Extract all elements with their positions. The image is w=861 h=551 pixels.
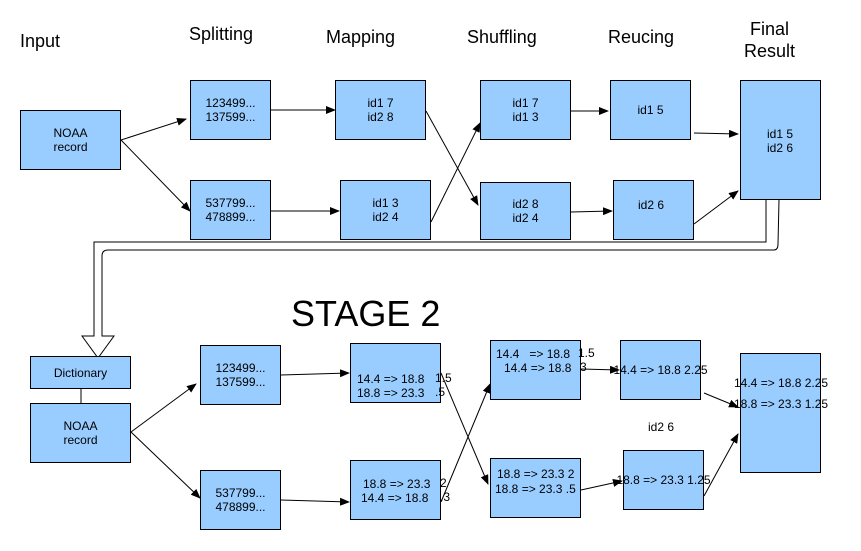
- s1-split-b-line2: 478899...: [205, 210, 256, 224]
- arrow-shuffle-b-to-reduce-b: [570, 207, 613, 216]
- s1-input-box: NOAA record: [20, 110, 121, 170]
- s1-split-b-box: 537799... 478899...: [190, 180, 271, 240]
- arrow-s2-map-a-to-shuffle-b: [440, 372, 489, 485]
- s1-input-line2: record: [53, 140, 88, 154]
- s2-map-a-box: 14.4 => 18.8 18.8 => 23.3: [350, 343, 441, 403]
- s1-split-a-box: 123499... 137599...: [190, 80, 271, 140]
- s2-split-a-line1: 123499...: [215, 361, 266, 375]
- s2-shuffle-a-line2: 14.4 => 18.8: [504, 361, 572, 375]
- s2-reduce-b-box: 18.8 => 23.3 1.25: [616, 450, 711, 510]
- s2-split-b-line2: 478899...: [215, 500, 266, 514]
- s1-reduce-b-box: id2 6: [613, 180, 694, 240]
- s1-shuffle-b-line2: id2 4: [512, 211, 539, 225]
- s2-reduce-a-text: 14.4 => 18.8 2.25: [613, 363, 708, 377]
- s1-final-box: id1 5 id2 6: [740, 80, 821, 200]
- arrow-s2-reduce-a-to-final: [703, 392, 739, 408]
- arrow-reduce-b-to-final: [693, 190, 739, 225]
- s1-map-b-box: id1 3 id2 4: [340, 180, 431, 240]
- s2-split-b-line1: 537799...: [215, 486, 266, 500]
- header-reducing: Reucing: [608, 27, 675, 47]
- s2-reduce-b-text: 18.8 => 23.3 1.25: [616, 473, 711, 487]
- arrow-map-b-to-shuffle-a: [430, 122, 481, 223]
- s2-shuffle-b-line2: 18.8 => 23.3 .5: [495, 482, 576, 496]
- arrow-s2-map-b-to-shuffle-a: [440, 383, 491, 503]
- header-shuffling: Shuffling: [467, 27, 537, 47]
- s1-reduce-b-text: id2 6: [638, 198, 665, 212]
- s2-input-line1: NOAA: [63, 419, 98, 433]
- arrow-s2-shuffle-b-to-reduce-b: [580, 479, 623, 491]
- s1-final-line2: id2 6: [767, 141, 794, 155]
- arrow-s2-reduce-b-to-final: [703, 433, 739, 497]
- arrow-input-to-split-b: [120, 139, 191, 212]
- s2-shuffle-b-box: 18.8 => 23.3 2 18.8 => 23.3 .5: [490, 458, 581, 518]
- arrow-map-a-to-shuffle-b: [425, 110, 479, 206]
- s2-final-line2: 18.8 => 23.3 1.25: [734, 397, 829, 411]
- s1-shuffle-a-line1: id1 7: [512, 96, 539, 110]
- s1-shuffle-b-box: id2 8 id2 4: [480, 182, 571, 240]
- s2-shuffle-a-box: 14.4 => 18.8 14.4 => 18.8: [490, 340, 581, 400]
- s1-reduce-a-box: id1 5: [610, 80, 691, 140]
- s2-dictionary-text: Dictionary: [53, 365, 108, 380]
- s2-shuffle-a-value1: 1.5: [578, 346, 595, 360]
- header-final-line1: Final: [750, 19, 790, 39]
- arrow-s2-shuffle-a-to-reduce-a: [580, 365, 620, 374]
- s1-shuffle-b-line1: id2 8: [512, 197, 539, 211]
- s2-map-b-value2: .3: [440, 490, 451, 504]
- s1-map-b-line1: id1 3: [372, 196, 399, 210]
- s2-final-line1: 14.4 => 18.8 2.25: [734, 376, 829, 390]
- s2-map-a-line1: 14.4 => 18.8: [357, 372, 425, 386]
- s2-map-b-line1: 18.8 => 23.3: [363, 477, 431, 491]
- s1-split-a-line1: 123499...: [205, 96, 256, 110]
- header-mapping: Mapping: [326, 27, 396, 47]
- arrow-s2-input-to-split-a: [130, 383, 197, 433]
- s1-split-a-line2: 137599...: [205, 110, 256, 124]
- header-final-line2: Result: [744, 41, 796, 61]
- arrow-s2-input-to-split-b: [130, 431, 201, 499]
- arrow-s2-split-b-to-map-b: [280, 497, 350, 506]
- s1-input-line1: NOAA: [53, 126, 88, 140]
- s1-map-a-line1: id1 7: [367, 96, 394, 110]
- s2-map-a-line2: 18.8 => 23.3: [357, 386, 425, 400]
- s1-split-b-line1: 537799...: [205, 196, 256, 210]
- header-splitting: Splitting: [189, 24, 254, 44]
- s2-map-b-box: 18.8 => 23.3 14.4 => 18.8: [350, 460, 441, 520]
- s1-final-line1: id1 5: [767, 127, 794, 141]
- s1-shuffle-a-line2: id1 3: [512, 110, 539, 124]
- s2-map-b-value1: 2: [440, 476, 447, 490]
- s2-shuffle-a-line1: 14.4 => 18.8: [496, 347, 571, 361]
- s2-split-a-line2: 137599...: [215, 375, 266, 389]
- s2-map-a-value1: 1.5: [435, 371, 452, 385]
- header-input: Input: [20, 31, 61, 51]
- s1-shuffle-a-box: id1 7 id1 3: [480, 80, 571, 140]
- s2-final-box: [740, 353, 821, 473]
- s2-input-box: NOAA record: [30, 403, 131, 463]
- s2-map-a-value2: .5: [435, 385, 446, 399]
- s2-dictionary-box: Dictionary: [30, 356, 131, 389]
- s1-map-a-box: id1 7 id2 8: [335, 80, 426, 140]
- s1-map-b-line2: id2 4: [372, 210, 399, 224]
- s2-shuffle-a-value2: 3: [580, 360, 587, 374]
- s2-split-a-box: 123499... 137599...: [200, 345, 281, 405]
- s1-map-a-line2: id2 8: [367, 110, 394, 124]
- arrow-input-to-split-a: [120, 117, 187, 141]
- s2-input-line2: record: [63, 433, 98, 447]
- s2-map-b-line2: 14.4 => 18.8: [361, 491, 429, 505]
- arrow-reduce-a-to-final: [693, 129, 739, 138]
- s2-reduce-a-box: 14.4 => 18.8 2.25: [613, 340, 708, 400]
- s2-stray-label: id2 6: [648, 420, 675, 434]
- arrow-s2-split-a-to-map-a: [280, 369, 350, 378]
- s1-reduce-a-text: id1 5: [637, 103, 664, 117]
- stage-2-title: STAGE 2: [291, 293, 441, 334]
- s2-shuffle-b-line1: 18.8 => 23.3 2: [497, 467, 575, 481]
- s2-split-b-box: 537799... 478899...: [200, 470, 281, 530]
